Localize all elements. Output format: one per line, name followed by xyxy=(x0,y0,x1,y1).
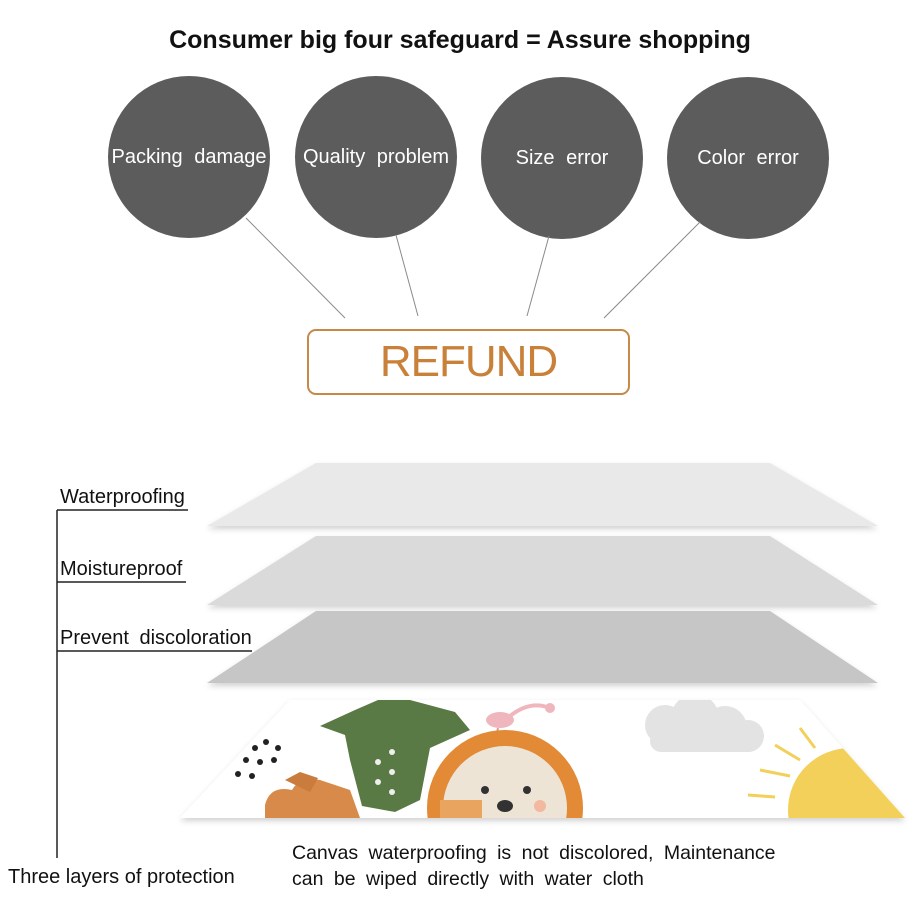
refund-box: REFUND xyxy=(307,329,630,395)
issue-label: Packing damage xyxy=(111,145,267,168)
fox-shape xyxy=(265,772,360,818)
page-title: Consumer big four safeguard = Assure sho… xyxy=(169,26,751,54)
issue-label: Color error xyxy=(697,146,799,169)
caption-line-2: can be wiped directly with water cloth xyxy=(292,868,644,890)
cloud-shape xyxy=(645,700,764,752)
issue-label: Size error xyxy=(515,146,609,169)
layer-label-bracket xyxy=(56,509,252,858)
dots-pattern xyxy=(235,739,281,779)
issue-label: Quality problem xyxy=(302,145,450,168)
canvas-caption: Canvas waterproofing is not discolored, … xyxy=(292,840,812,892)
layer-waterproofing-sheet xyxy=(207,463,878,526)
layer-label-waterproofing: Waterproofing xyxy=(60,486,185,508)
issue-circle-color-error: Color error xyxy=(667,77,829,239)
layer-discoloration-sheet xyxy=(207,611,878,683)
issue-circle-size-error: Size error xyxy=(481,77,643,239)
three-layers-label: Three layers of protection xyxy=(8,866,235,888)
layer-label-prevent-discoloration: Prevent discoloration xyxy=(60,627,252,649)
issue-circle-packing-damage: Packing damage xyxy=(108,76,270,238)
canvas-print-image xyxy=(180,700,905,818)
issue-circle-quality-problem: Quality problem xyxy=(295,76,457,238)
crocodile-shape xyxy=(320,700,470,812)
layer-moistureproof-sheet xyxy=(207,536,878,605)
lion-shape xyxy=(427,730,583,818)
refund-label: REFUND xyxy=(379,337,558,386)
caption-line-1: Canvas waterproofing is not discolored, … xyxy=(292,842,776,864)
layer-label-moistureproof: Moistureproof xyxy=(60,558,183,580)
